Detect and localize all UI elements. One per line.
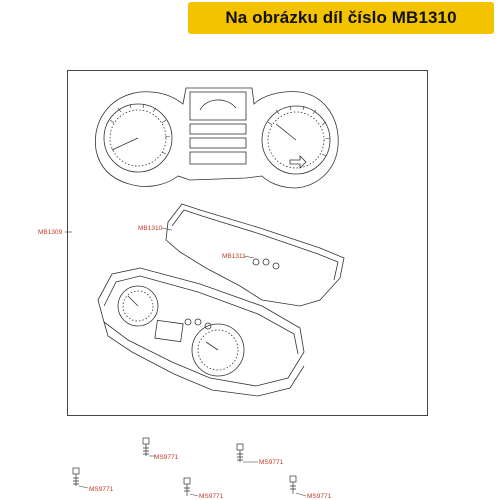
callout-mb1309: MB1309: [38, 229, 63, 236]
leader-ms9771-e: [295, 492, 307, 497]
screw-4: [183, 477, 191, 496]
callout-ms9771-c: MS9771: [89, 486, 114, 493]
part-number-banner: Na obrázku díl číslo MB1310: [188, 2, 494, 34]
screw-1: [142, 437, 150, 456]
assembly-frame: [67, 70, 428, 416]
callout-ms9771-e: MS9771: [307, 493, 332, 500]
leader-mb1310: [161, 227, 173, 231]
screw-3: [72, 467, 80, 486]
gauge-face-overlay: [95, 87, 339, 189]
leader-mb1311: [243, 255, 255, 259]
instrument-housing: [97, 267, 305, 397]
leader-ms9771-c: [78, 485, 89, 489]
banner-text: Na obrázku díl číslo MB1310: [225, 8, 457, 27]
screw-5: [289, 475, 297, 494]
leader-ms9771-d: [189, 493, 199, 497]
callout-ms9771-b: MS9771: [259, 459, 284, 466]
screw-2: [236, 443, 244, 462]
callout-mb1310: MB1310: [138, 225, 163, 232]
callout-ms9771-a: MS9771: [154, 454, 179, 461]
lens-cover: [165, 203, 345, 307]
gauge-tick-marks: [109, 103, 331, 157]
callout-mb1311: MB1311: [222, 253, 246, 260]
callout-ms9771-d: MS9771: [199, 493, 224, 500]
